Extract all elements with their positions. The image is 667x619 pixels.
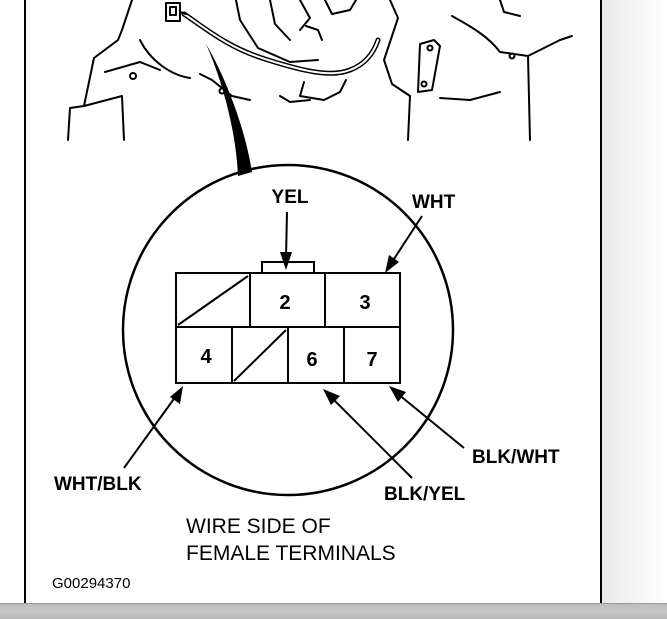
- terminal-3: 3: [359, 292, 370, 314]
- wire-label-blk-yel: BLK/YEL: [384, 484, 466, 505]
- figure-frame-right: [600, 0, 602, 603]
- detail-circle: [121, 163, 455, 497]
- vehicle-sketch: [67, 0, 573, 141]
- wire-label-wht: WHT: [412, 192, 456, 213]
- caption-line-2: FEMALE TERMINALS: [186, 542, 396, 565]
- figure-frame-left: [24, 0, 26, 603]
- wire-label-blk-wht: BLK/WHT: [472, 447, 560, 468]
- connector-diagram: 2 3 4 6 7 YEL WHT WHT/BLK BLK/YEL BLK: [52, 0, 573, 592]
- viewer-margin: [602, 0, 667, 603]
- wire-label-wht-blk: WHT/BLK: [54, 474, 142, 495]
- callout-pointer: [206, 44, 252, 176]
- wire-label-yel: YEL: [272, 187, 309, 208]
- caption-line-1: WIRE SIDE OF: [186, 515, 331, 538]
- viewer-bottom-bar: [0, 603, 667, 619]
- terminal-6: 6: [306, 349, 317, 371]
- figure-id: G00294370: [52, 575, 130, 592]
- terminal-7: 7: [366, 349, 377, 371]
- terminal-2: 2: [279, 292, 290, 314]
- leader-lines: [123, 211, 465, 479]
- terminal-4: 4: [200, 346, 212, 368]
